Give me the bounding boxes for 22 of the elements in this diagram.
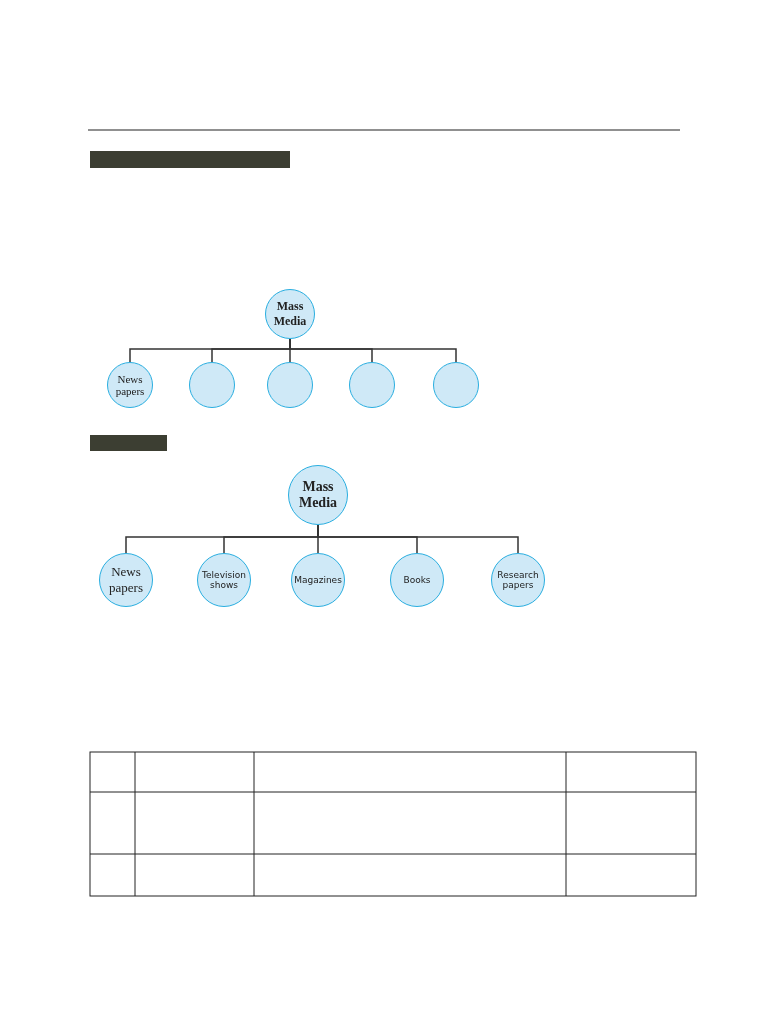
topic-circle	[390, 553, 444, 607]
topic-circle	[99, 553, 153, 607]
node-label: Research papers	[496, 570, 540, 590]
empty-circle	[189, 362, 235, 408]
node-label: Mass Media	[272, 299, 308, 329]
node-label: Books	[403, 575, 431, 585]
node-label: News papers	[108, 564, 144, 596]
empty-circle	[433, 362, 479, 408]
node-label: News papers	[114, 373, 146, 397]
topic-circle	[291, 553, 345, 607]
node-label: Television shows	[201, 570, 247, 590]
topic-circle	[197, 553, 251, 607]
connector-line	[289, 338, 457, 363]
topic-circle	[491, 553, 545, 607]
empty-circle	[349, 362, 395, 408]
topic-circle	[288, 465, 348, 525]
topic-circle	[107, 362, 153, 408]
connector-line	[317, 524, 519, 554]
topic-circle	[265, 289, 315, 339]
node-label: Magazines	[294, 575, 342, 585]
node-label: Mass Media	[297, 479, 339, 511]
empty-circle	[267, 362, 313, 408]
